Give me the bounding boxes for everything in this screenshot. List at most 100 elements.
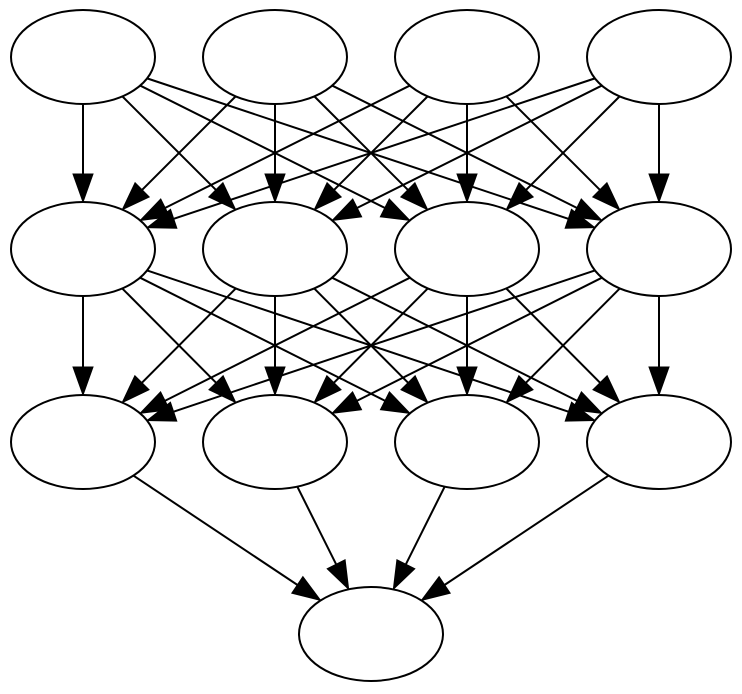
node-ellipse xyxy=(10,394,156,490)
arrowhead-icon xyxy=(313,181,343,211)
node-ellipse xyxy=(586,394,732,490)
edge-n6-n9 xyxy=(121,287,237,404)
arrowhead-icon xyxy=(571,198,604,222)
edge-line xyxy=(139,276,386,402)
edge-line xyxy=(146,269,569,413)
edge-line xyxy=(296,486,338,565)
edge-n7-n9 xyxy=(138,276,411,414)
node-ellipse xyxy=(394,201,540,297)
edge-line xyxy=(121,95,217,191)
edge-n3-n8 xyxy=(505,95,621,211)
edge-n12-n13 xyxy=(420,474,610,602)
node-ellipse xyxy=(586,201,732,297)
edge-line xyxy=(333,287,429,384)
node-n11 xyxy=(394,394,540,490)
edge-line xyxy=(132,474,298,586)
edge-line xyxy=(141,287,237,384)
edge-line xyxy=(173,269,596,413)
edge-line xyxy=(525,95,621,191)
edge-n1-n7 xyxy=(139,84,412,222)
arrowhead-icon xyxy=(145,208,178,229)
node-n5 xyxy=(10,201,156,297)
arrowhead-icon xyxy=(399,181,429,211)
edge-n2-n6 xyxy=(264,104,286,204)
node-n10 xyxy=(202,394,348,490)
edge-n6-n10 xyxy=(264,296,286,397)
arrowhead-icon xyxy=(264,173,286,204)
arrowhead-icon xyxy=(456,173,478,204)
edge-line xyxy=(333,95,429,191)
arrowhead-icon xyxy=(505,181,535,211)
edge-line xyxy=(505,95,601,191)
edge-n7-n11 xyxy=(456,296,478,397)
edge-n3-n5 xyxy=(138,84,411,222)
node-n3 xyxy=(394,9,540,105)
edge-line xyxy=(331,276,578,402)
edge-line xyxy=(356,276,603,402)
edge-n6-n11 xyxy=(313,287,429,404)
edge-line xyxy=(139,84,386,209)
node-n2 xyxy=(202,9,348,105)
arrowhead-icon xyxy=(313,374,342,404)
arrowhead-icon xyxy=(290,575,322,602)
node-n6 xyxy=(202,201,348,297)
edge-line xyxy=(121,287,217,384)
edges xyxy=(72,77,670,602)
edge-n8-n12 xyxy=(648,296,670,397)
node-ellipse xyxy=(202,9,348,105)
arrowhead-icon xyxy=(145,401,178,422)
node-ellipse xyxy=(10,9,156,105)
arrowhead-icon xyxy=(330,198,363,222)
edge-n8-n11 xyxy=(505,287,621,404)
edge-n11-n13 xyxy=(392,486,446,591)
node-ellipse xyxy=(394,394,540,490)
edge-n3-n7 xyxy=(456,104,478,204)
edge-n5-n12 xyxy=(146,269,597,422)
arrowhead-icon xyxy=(591,181,621,211)
edge-n8-n9 xyxy=(145,269,596,422)
node-n7 xyxy=(394,201,540,297)
arrowhead-icon xyxy=(379,198,412,222)
arrowhead-icon xyxy=(400,374,429,404)
edge-line xyxy=(146,77,569,220)
node-ellipse xyxy=(298,586,444,682)
edge-n8-n10 xyxy=(330,276,603,414)
arrowhead-icon xyxy=(138,390,171,414)
edge-line xyxy=(313,287,409,384)
arrowhead-icon xyxy=(72,173,94,204)
edge-line xyxy=(444,474,610,586)
arrowhead-icon xyxy=(330,390,363,414)
edge-n1-n5 xyxy=(72,104,94,204)
node-n1 xyxy=(10,9,156,105)
edge-line xyxy=(331,84,578,209)
node-n8 xyxy=(586,201,732,297)
arrowhead-icon xyxy=(264,366,286,397)
edge-line xyxy=(505,287,601,384)
arrowhead-icon xyxy=(121,181,151,211)
edge-n4-n6 xyxy=(330,84,603,222)
arrowhead-icon xyxy=(648,173,670,204)
edge-n2-n5 xyxy=(121,95,237,211)
edge-line xyxy=(173,77,596,220)
edge-n10-n13 xyxy=(296,486,350,591)
edge-line xyxy=(141,95,237,191)
arrowhead-icon xyxy=(392,559,416,591)
edge-n2-n7 xyxy=(313,95,429,211)
node-n4 xyxy=(586,9,732,105)
node-n9 xyxy=(10,394,156,490)
edge-n4-n7 xyxy=(505,95,621,211)
edge-line xyxy=(164,84,411,209)
arrowhead-icon xyxy=(379,390,412,414)
edge-n6-n12 xyxy=(331,276,604,414)
edge-line xyxy=(404,486,446,565)
node-ellipse xyxy=(394,9,540,105)
edge-line xyxy=(313,95,409,191)
node-ellipse xyxy=(202,201,348,297)
arrowhead-icon xyxy=(420,575,452,602)
arrowhead-icon xyxy=(592,374,621,404)
arrowhead-icon xyxy=(505,374,534,404)
nodes xyxy=(10,9,732,682)
node-ellipse xyxy=(10,201,156,297)
arrowhead-icon xyxy=(72,366,94,397)
